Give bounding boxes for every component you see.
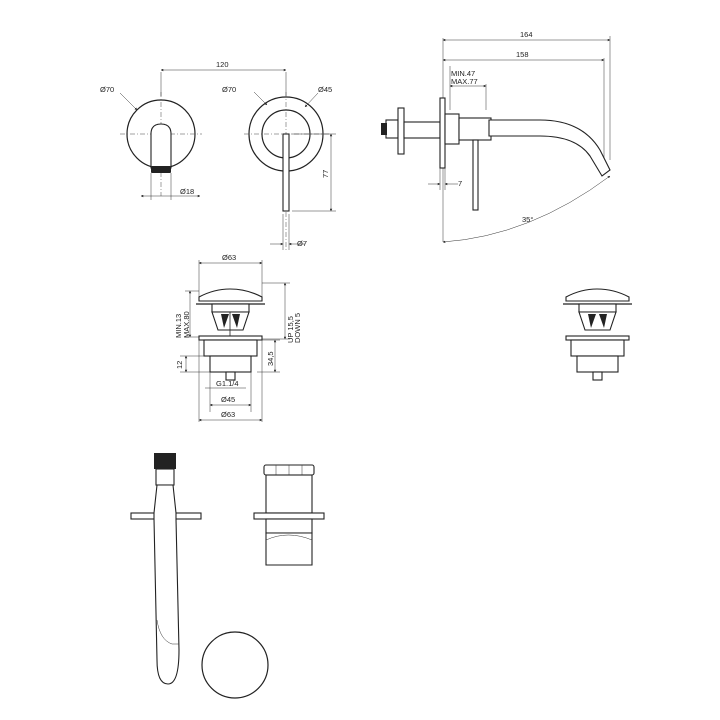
waste-cap xyxy=(198,288,263,302)
cartridge-shaft xyxy=(265,532,313,566)
side-connector-thread xyxy=(381,123,387,135)
waste-elevation-pin xyxy=(592,371,603,381)
side-spout xyxy=(488,119,611,177)
waste-spider xyxy=(211,311,250,331)
spacing-dimension-label: 120 xyxy=(216,60,229,69)
waste-elevation-view xyxy=(563,288,632,381)
body-diameter-label: Ø45 xyxy=(221,395,235,404)
waste-elevation-body xyxy=(570,339,625,357)
plate-thickness-label: 7 xyxy=(458,179,462,188)
max-depth-label: MAX.77 xyxy=(451,77,478,86)
waste-thread-body xyxy=(209,355,252,373)
mixer-lever-rod xyxy=(282,133,290,212)
body-height-label: 34,5 xyxy=(266,351,275,366)
side-mixer-body xyxy=(444,113,460,145)
rosette-circle xyxy=(201,631,269,699)
thread-label: G1.1/4 xyxy=(216,379,239,388)
waste-body xyxy=(203,339,258,357)
side-box-body xyxy=(403,121,441,139)
waste-elevation-thread xyxy=(576,355,619,373)
side-rear-flange xyxy=(397,107,405,155)
spindle-collar xyxy=(155,468,175,486)
waste-elevation-flange xyxy=(565,335,630,341)
lever-knurl xyxy=(151,166,171,173)
travel-down-label: DOWN 5 xyxy=(293,313,302,343)
spindle-thread xyxy=(154,453,176,469)
mixer-plate-diameter-label: Ø70 xyxy=(222,85,236,94)
lever-stem xyxy=(150,123,172,169)
waste-elevation-cap xyxy=(565,288,630,302)
side-lever-rod xyxy=(472,139,479,211)
side-connector xyxy=(385,119,399,139)
projection-length-label: 158 xyxy=(516,50,529,59)
mixer-hub-diameter-label: Ø45 xyxy=(318,85,332,94)
height-dimension-label: 77 xyxy=(321,170,330,178)
lever-front-view: Ø18 Ø70 xyxy=(100,85,202,200)
flange-height-label: 12 xyxy=(175,361,184,369)
waste-section-view: Ø63 MIN.13 MAX.80 12 UP 15,5 DOWN 5 xyxy=(174,253,302,422)
waste-bottom-pin xyxy=(225,371,236,381)
rod-diameter-label: Ø7 xyxy=(297,239,307,248)
adjust-max-label: MAX.80 xyxy=(182,311,191,338)
adjust-min-label: MIN.13 xyxy=(174,314,183,338)
side-cover-plate xyxy=(439,97,446,169)
cartridge-plate xyxy=(253,512,325,520)
spindle-view xyxy=(130,453,202,685)
overall-length-label: 164 xyxy=(520,30,533,39)
waste-neck xyxy=(211,303,250,313)
angle-label: 35° xyxy=(522,215,533,224)
waste-flange xyxy=(198,335,263,341)
lever-plate-diameter-label: Ø70 xyxy=(100,85,114,94)
side-handle-body xyxy=(458,117,492,141)
cartridge-view xyxy=(253,464,325,566)
cartridge-lower xyxy=(265,518,313,534)
min-depth-label: MIN.47 xyxy=(451,69,475,78)
cartridge-body xyxy=(265,474,313,514)
waste-elevation-spider xyxy=(578,311,617,331)
mixer-front-view: 120 Ø70 Ø45 77 Ø7 xyxy=(160,60,336,250)
waste-top-diameter-label: Ø63 xyxy=(222,253,236,262)
lever-diameter-label: Ø18 xyxy=(180,187,194,196)
travel-up-label: UP 15,5 xyxy=(286,316,295,343)
mixer-side-view: 164 158 MIN.47 MAX.77 7 35° xyxy=(381,30,611,244)
spindle-rod xyxy=(153,484,180,685)
waste-elevation-neck xyxy=(578,303,617,313)
bottom-diameter-label: Ø63 xyxy=(221,410,235,419)
